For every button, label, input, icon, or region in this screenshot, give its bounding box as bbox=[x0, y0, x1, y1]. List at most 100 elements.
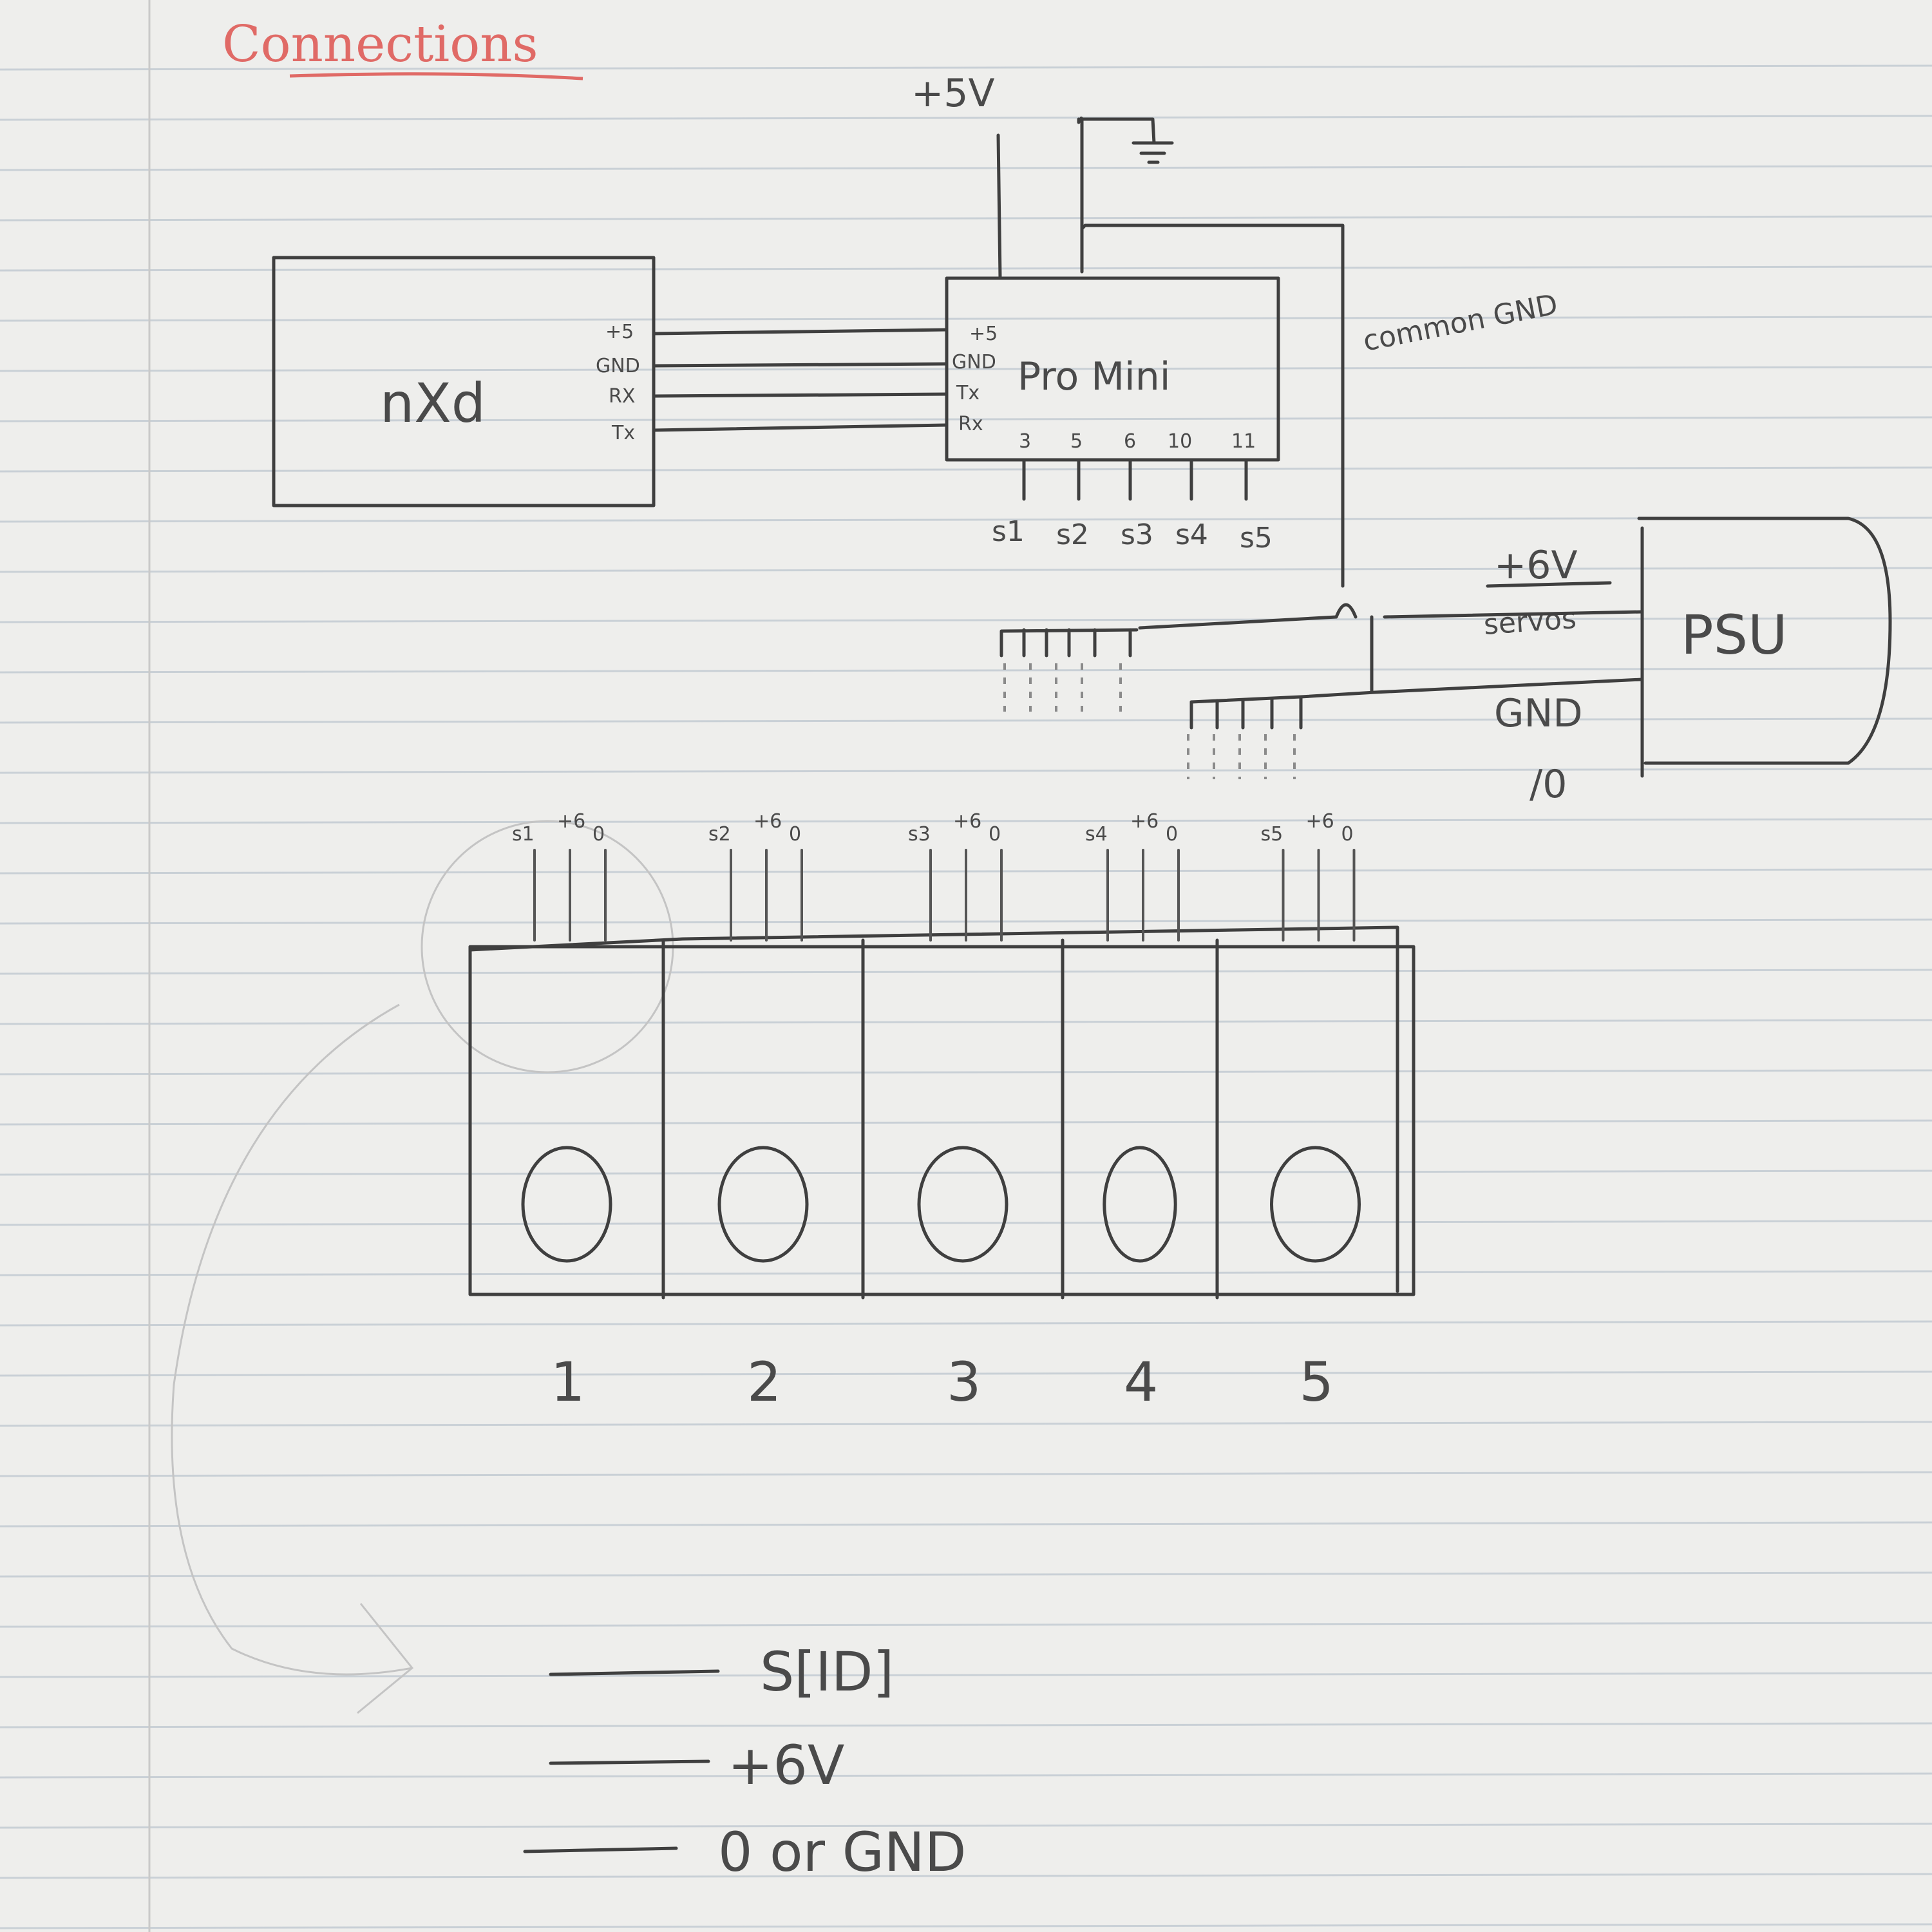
pro-mini-pin-gnd: GND bbox=[952, 351, 996, 374]
ruled-line bbox=[0, 1370, 1932, 1377]
ruled-line bbox=[0, 165, 1932, 171]
pencil-sketch bbox=[171, 820, 674, 1714]
ground-riser bbox=[1079, 117, 1084, 272]
servo-line-s1: s1 bbox=[992, 515, 1025, 548]
servo-6v-label: +6 bbox=[753, 810, 782, 833]
psu-label: PSU bbox=[1681, 603, 1787, 667]
servo-2: s2 +6 0 2 bbox=[661, 810, 809, 1414]
psu-zero-label: /0 bbox=[1530, 762, 1567, 807]
ruled-line bbox=[0, 115, 1932, 121]
pro-mini-pin-11: 11 bbox=[1231, 430, 1256, 453]
servo-gnd-label: 0 bbox=[592, 823, 605, 846]
ruled-line bbox=[0, 567, 1932, 573]
servo-horn-icon bbox=[1103, 1146, 1177, 1263]
wire-tx-rx bbox=[652, 423, 949, 432]
ruled-line bbox=[0, 717, 1932, 724]
ruled-line bbox=[0, 1119, 1932, 1126]
ruled-line bbox=[0, 667, 1932, 674]
wire-rx-tx bbox=[652, 392, 949, 398]
ruled-line bbox=[0, 1571, 1932, 1578]
ruled-line bbox=[0, 1069, 1932, 1075]
ruled-line bbox=[0, 768, 1932, 774]
servo-bank-outline bbox=[468, 945, 1416, 1296]
common-gnd-wire bbox=[1080, 223, 1345, 588]
pro-mini-pin-5: 5 bbox=[1070, 430, 1083, 453]
servo-number: 3 bbox=[947, 1350, 981, 1414]
nxd-pin-5v: +5 bbox=[605, 321, 634, 343]
servo-bank-top bbox=[468, 925, 1399, 1293]
wire-5v-supply bbox=[996, 133, 1002, 280]
ruled-line bbox=[0, 969, 1932, 975]
servo-horn-icon bbox=[521, 1146, 612, 1263]
servo-gnd-label: 0 bbox=[789, 823, 801, 846]
ruled-line bbox=[0, 1170, 1932, 1176]
pro-mini-pin-tx: Tx bbox=[956, 382, 980, 404]
title-underline bbox=[289, 72, 583, 80]
ruled-line bbox=[0, 1772, 1932, 1779]
psu-outline bbox=[1637, 516, 1892, 765]
ruled-line bbox=[0, 1672, 1932, 1678]
psu-module: PSU +6V servos GND /0 bbox=[1482, 516, 1892, 807]
ruled-line bbox=[0, 1320, 1932, 1327]
servo-gnd-label: 0 bbox=[1166, 823, 1178, 846]
servo-6v-label: +6 bbox=[953, 810, 981, 833]
ruled-line bbox=[0, 1823, 1932, 1829]
servo-gnd-label: 0 bbox=[1341, 823, 1354, 846]
servo-signal-label: s2 bbox=[708, 823, 731, 846]
legend-line-6v bbox=[549, 1759, 710, 1765]
ruled-line bbox=[0, 1722, 1932, 1728]
nxd-pin-tx: Tx bbox=[611, 422, 635, 444]
servo-number: 2 bbox=[747, 1350, 781, 1414]
legend: S[ID] +6V 0 or GND bbox=[523, 1640, 966, 1884]
servo-horn-icon bbox=[1270, 1146, 1361, 1263]
ruled-lines bbox=[0, 64, 1932, 1929]
servo-6v-label: +6 bbox=[557, 810, 585, 833]
servo-line-s5: s5 bbox=[1240, 522, 1273, 554]
nxd-box bbox=[272, 256, 656, 507]
header-gnd bbox=[1189, 696, 1303, 730]
servo-horn-icon bbox=[917, 1146, 1009, 1263]
servo-line-s4: s4 bbox=[1175, 518, 1208, 551]
psu-6v-label: +6V bbox=[1494, 543, 1578, 588]
ruled-line bbox=[0, 215, 1932, 222]
ruled-line bbox=[0, 1421, 1932, 1427]
ruled-line bbox=[0, 265, 1932, 272]
pro-mini-pin-rx: Rx bbox=[958, 413, 983, 435]
legend-line-signal bbox=[549, 1669, 720, 1676]
ruled-line bbox=[0, 1521, 1932, 1528]
wire-gnd bbox=[652, 362, 949, 368]
ruled-line bbox=[0, 818, 1932, 824]
servo-4: s4+604 bbox=[1061, 810, 1180, 1414]
psu-6v-underline bbox=[1486, 581, 1612, 588]
nxd-pin-rx: RX bbox=[609, 385, 635, 408]
pro-mini-pin-5v: +5 bbox=[969, 323, 998, 345]
supply-wiring: +5V common GND bbox=[911, 71, 1560, 588]
ruled-line bbox=[0, 1270, 1932, 1276]
nxd-pin-gnd: GND bbox=[596, 355, 640, 377]
pro-mini-box bbox=[945, 276, 1280, 462]
ruled-line bbox=[0, 1923, 1932, 1929]
ruled-line bbox=[0, 316, 1932, 322]
servo-6v-label: +6 bbox=[1130, 810, 1159, 833]
ruled-line bbox=[0, 366, 1932, 372]
psu-gnd-label: GND bbox=[1494, 691, 1583, 736]
psu-servos-label: servos bbox=[1482, 602, 1577, 641]
servo-signal-label: s5 bbox=[1261, 823, 1283, 846]
ruled-line bbox=[0, 1873, 1932, 1879]
common-gnd-label: common GND bbox=[1360, 288, 1560, 358]
legend-line-gnd bbox=[523, 1846, 678, 1853]
pro-mini-servo-leads bbox=[1022, 459, 1248, 501]
pencil-arrow-icon bbox=[357, 1603, 414, 1714]
legend-signal: S[ID] bbox=[760, 1640, 894, 1703]
ruled-line bbox=[0, 1471, 1932, 1477]
servo-1: s1+601 bbox=[512, 810, 612, 1414]
pro-mini-module: Pro Mini +5 GND Tx Rx 3 5 6 10 11 s1 s2 … bbox=[945, 276, 1280, 554]
ruled-line bbox=[0, 516, 1932, 523]
servo-signal-label: s1 bbox=[512, 823, 535, 846]
ruled-line bbox=[0, 466, 1932, 473]
servo-3: s3+603 bbox=[861, 810, 1009, 1414]
page-title: Connections bbox=[222, 15, 538, 73]
pro-mini-pin-6: 6 bbox=[1124, 430, 1136, 453]
servo-line-s3: s3 bbox=[1121, 518, 1153, 551]
